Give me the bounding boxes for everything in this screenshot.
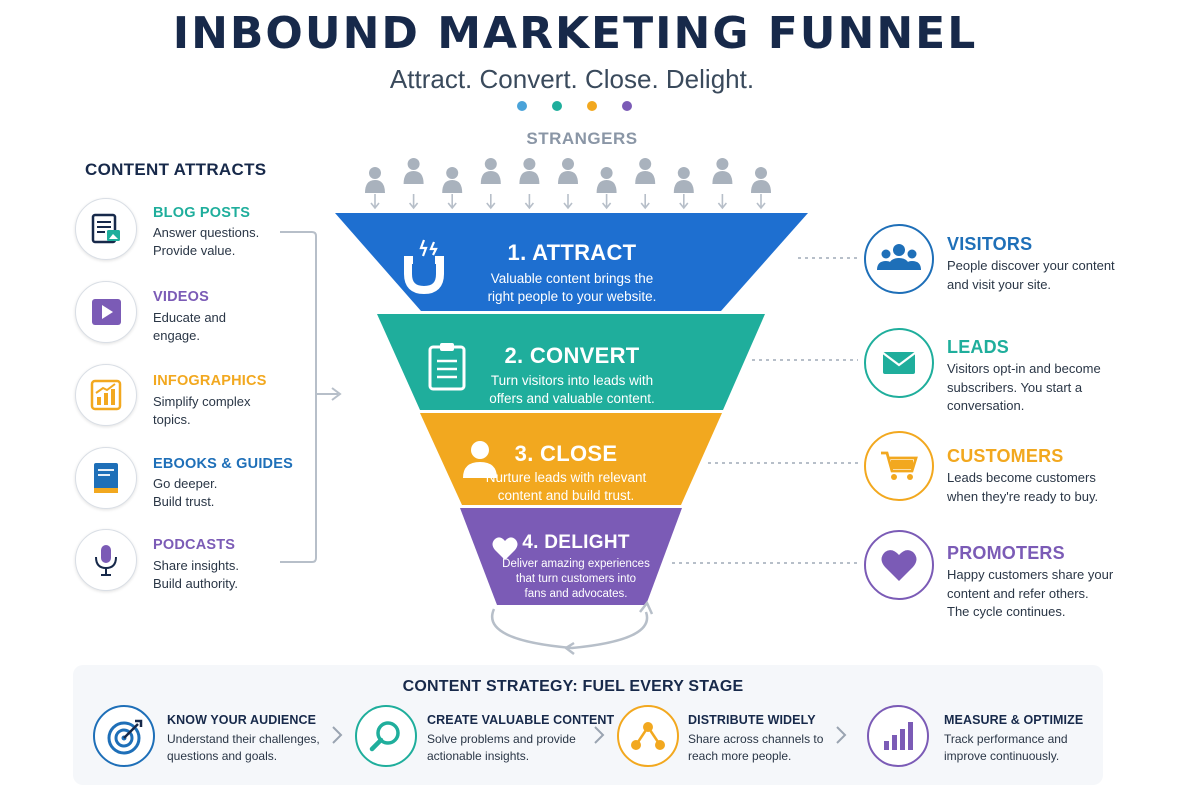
- chevron-right-icon: [836, 726, 847, 744]
- videos-title: VIDEOS: [153, 289, 209, 305]
- measure-desc: Track performance and improve continuous…: [944, 732, 1068, 763]
- group-icon: [877, 244, 921, 270]
- distribute-badge: [617, 705, 679, 767]
- accent-dot-blue: [517, 101, 527, 111]
- page-title: INBOUND MARKETING FUNNEL: [172, 8, 978, 59]
- podcasts-badge: [75, 529, 137, 591]
- stranger-person-icon: [558, 158, 578, 184]
- distribute-desc: Share across channels to reach more peop…: [688, 732, 824, 763]
- promoters-desc: Happy customers share your content and r…: [947, 567, 1114, 619]
- strangers-label: STRANGERS: [526, 129, 638, 148]
- video-play-icon: [92, 299, 121, 325]
- stranger-person-icon: [403, 158, 424, 184]
- chevron-right-icon: [332, 726, 343, 744]
- envelope-icon: [882, 352, 916, 374]
- stage-attract-desc: Valuable content brings the right people…: [487, 271, 657, 304]
- distribute-title: DISTRIBUTE WIDELY: [688, 713, 816, 727]
- accent-dot-orange: [587, 101, 597, 111]
- create-content-desc: Solve problems and provide actionable in…: [427, 732, 576, 763]
- infographics-desc: Simplify complex topics.: [153, 394, 251, 427]
- measure-badge: [867, 705, 929, 767]
- stage-delight-desc: Deliver amazing experiences that turn cu…: [502, 558, 650, 600]
- stranger-person-icon: [365, 167, 385, 193]
- infographic-chart-icon: [90, 379, 122, 411]
- visitors-title: VISITORS: [947, 234, 1033, 254]
- stage-close-desc: Nurture leads with relevant content and …: [485, 470, 647, 503]
- infographics-badge: [75, 364, 137, 426]
- accent-dot-purple: [622, 101, 632, 111]
- page-subtitle: Attract. Convert. Close. Delight.: [389, 64, 755, 94]
- strategy-title: CONTENT STRATEGY: FUEL EVERY STAGE: [402, 678, 744, 695]
- blog-posts-title: BLOG POSTS: [153, 205, 251, 221]
- videos-badge: [75, 281, 137, 343]
- videos-desc: Educate and engage.: [153, 310, 227, 343]
- magnet-icon: [404, 239, 444, 295]
- heart-icon: [881, 550, 917, 581]
- blog-post-icon: [91, 213, 120, 244]
- create-content-title: CREATE VALUABLE CONTENT: [427, 713, 615, 727]
- stranger-person-icon: [673, 167, 694, 193]
- ebook-icon: [94, 463, 118, 493]
- accent-dot-teal: [552, 101, 562, 111]
- shopping-cart-icon: [881, 451, 918, 480]
- stranger-person-icon: [635, 158, 656, 184]
- magnifier-icon: [369, 721, 400, 752]
- podcasts-desc: Share insights. Build authority.: [153, 558, 239, 591]
- stranger-person-icon: [712, 158, 733, 184]
- customers-title: CUSTOMERS: [947, 446, 1064, 466]
- bar-chart-icon: [884, 722, 913, 750]
- cycle-arrow-icon: [491, 600, 654, 655]
- customers-badge: [864, 431, 934, 501]
- know-audience-title: KNOW YOUR AUDIENCE: [167, 713, 317, 727]
- ebooks-badge: [75, 447, 137, 509]
- leads-desc: Visitors opt-in and become subscribers. …: [947, 361, 1101, 413]
- measure-title: MEASURE & OPTIMIZE: [944, 713, 1084, 727]
- strategy-panel: [73, 665, 1103, 785]
- create-content-badge: [355, 705, 417, 767]
- stage-convert-desc: Turn visitors into leads with offers and…: [489, 373, 655, 406]
- visitors-desc: People discover your content and visit y…: [947, 258, 1115, 292]
- target-icon: [107, 719, 143, 755]
- promoters-title: PROMOTERS: [947, 543, 1065, 563]
- leads-title: LEADS: [947, 337, 1010, 357]
- stranger-person-icon: [480, 158, 501, 184]
- chevron-right-icon: [594, 726, 605, 744]
- visitors-badge: [864, 224, 934, 294]
- promoters-badge: [864, 530, 934, 600]
- stage-close-title: 3. CLOSE: [514, 441, 618, 466]
- stage-convert-title: 2. CONVERT: [504, 343, 640, 368]
- stranger-person-icon: [596, 167, 617, 193]
- know-audience-desc: Understand their challenges, questions a…: [167, 732, 320, 763]
- podcasts-title: PODCASTS: [153, 537, 236, 553]
- microphone-icon: [95, 545, 117, 576]
- ebooks-desc: Go deeper. Build trust.: [153, 476, 218, 509]
- customers-desc: Leads become customers when they're read…: [947, 470, 1099, 504]
- stranger-person-icon: [519, 158, 540, 184]
- blog-posts-badge: [75, 198, 137, 260]
- infographics-title: INFOGRAPHICS: [153, 373, 267, 389]
- leads-badge: [864, 328, 934, 398]
- stage-delight-title: 4. DELIGHT: [522, 532, 630, 553]
- share-icon: [631, 722, 665, 750]
- stranger-person-icon: [751, 167, 771, 193]
- stage-attract-title: 1. ATTRACT: [507, 240, 637, 265]
- blog-posts-desc: Answer questions. Provide value.: [153, 225, 260, 258]
- stranger-person-icon: [442, 167, 463, 193]
- content-attracts-heading: CONTENT ATTRACTS: [85, 160, 267, 179]
- know-audience-badge: [93, 705, 155, 767]
- ebooks-title: EBOOKS & GUIDES: [153, 456, 293, 472]
